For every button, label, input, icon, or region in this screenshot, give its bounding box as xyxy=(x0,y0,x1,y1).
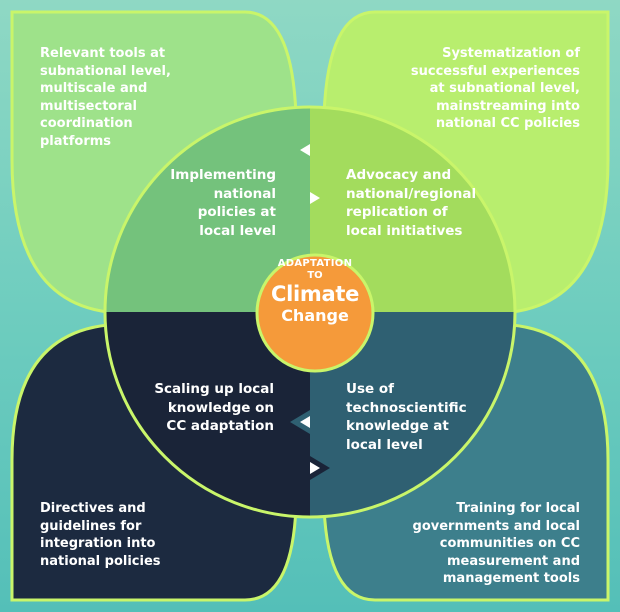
arrow-left-bottom-tip xyxy=(300,416,310,428)
inner-label-bottom-right: Use of technoscientific knowledge at loc… xyxy=(346,381,467,453)
outer-label-bottom-left: Directives and guidelines for integratio… xyxy=(40,501,161,569)
quadrant-top-right xyxy=(310,107,515,312)
center-circle xyxy=(255,253,375,373)
outer-label-bottom-right: Training for local governments and local… xyxy=(412,501,580,586)
arrow-right-top-tip xyxy=(310,192,320,204)
center-title: ADAPTATION TO Climate Change xyxy=(260,257,370,325)
inner-label-top-right: Advocacy and national/regional replicati… xyxy=(346,167,477,239)
arrow-right-bottom-tip xyxy=(310,462,320,474)
inner-label-top-left: Implementing national policies at local … xyxy=(170,167,276,239)
center-line-to: TO xyxy=(307,270,323,281)
quadrant-bottom-left xyxy=(105,312,310,517)
arrow-left-top-tip xyxy=(300,144,310,156)
quadrant-top-left xyxy=(105,107,310,312)
outer-label-top-right: Systematization of successful experience… xyxy=(410,46,580,131)
center-line-change: Change xyxy=(281,306,349,325)
inner-label-bottom-left: Scaling up local knowledge on CC adaptat… xyxy=(154,381,274,434)
outer-label-top-left: Relevant tools at subnational level, mul… xyxy=(40,46,171,149)
center-line-climate: Climate xyxy=(270,282,360,306)
center-line-adaptation: ADAPTATION xyxy=(277,258,353,269)
circle-outline xyxy=(103,105,517,519)
quadrant-bottom-right xyxy=(310,312,515,517)
